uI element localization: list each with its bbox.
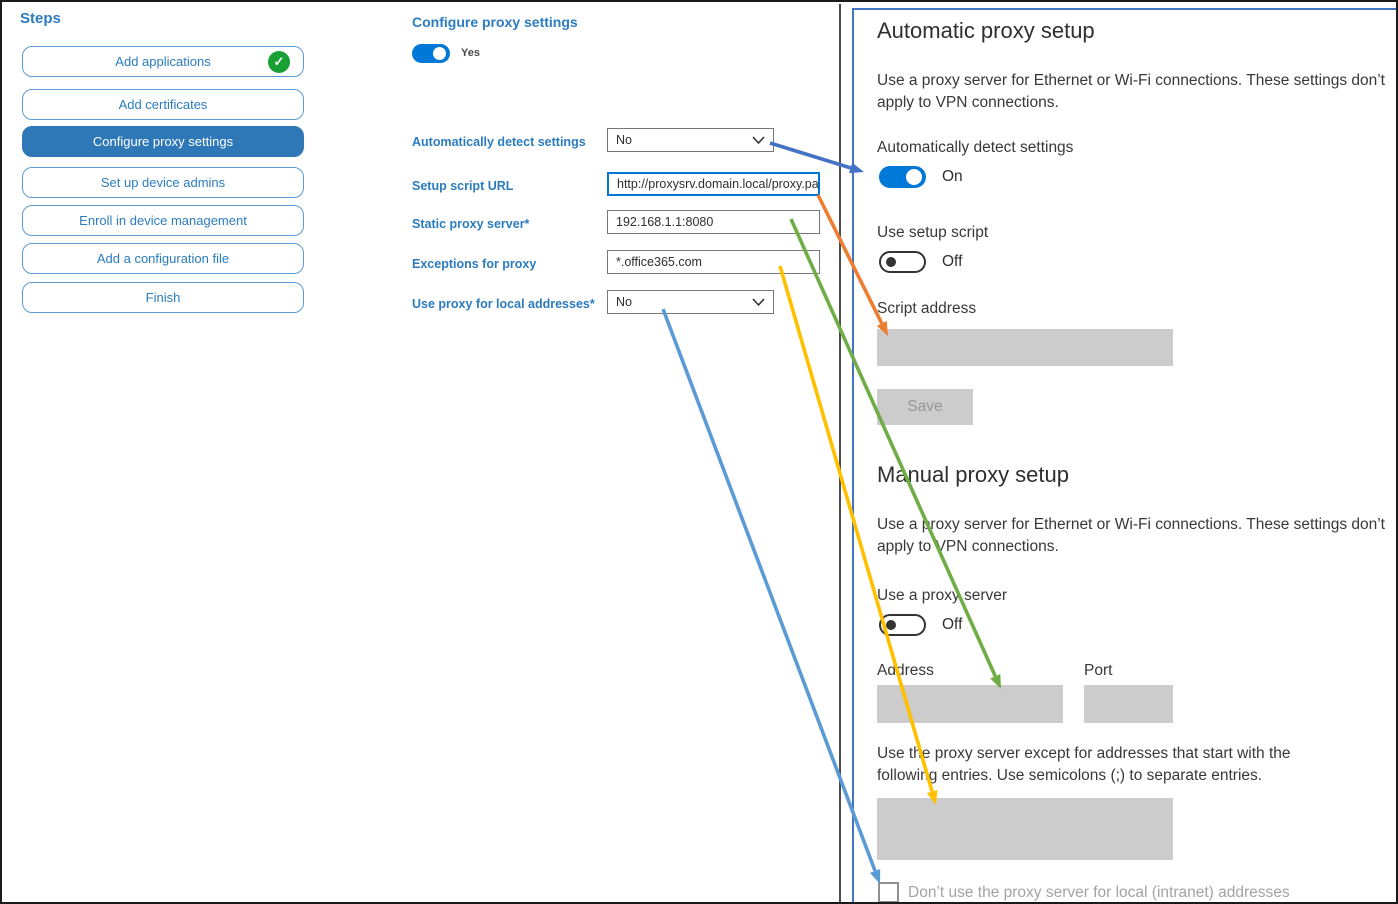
local-intranet-checkbox[interactable] xyxy=(878,882,899,902)
chevron-down-icon xyxy=(752,135,765,144)
detect-settings-state: On xyxy=(942,168,963,185)
step-add-applications[interactable]: Add applications xyxy=(22,46,304,77)
chevron-down-icon xyxy=(752,297,765,306)
use-setup-script-state: Off xyxy=(942,253,963,270)
step-completed-check-icon: ✓ xyxy=(268,51,290,73)
address-input[interactable] xyxy=(877,685,1063,723)
port-label: Port xyxy=(1084,662,1113,679)
manual-proxy-description: Use a proxy server for Ethernet or Wi-Fi… xyxy=(877,516,1385,555)
input-value: http://proxysrv.domain.local/proxy.pa xyxy=(617,177,819,191)
field-label-detect-settings: Automatically detect settings xyxy=(412,135,586,149)
step-label: Add a configuration file xyxy=(96,251,230,266)
step-label: Configure proxy settings xyxy=(92,134,234,149)
dropdown-value: No xyxy=(616,133,632,147)
step-enroll-device-management[interactable]: Enroll in device management xyxy=(22,205,304,236)
field-label-setup-script-url: Setup script URL xyxy=(412,179,514,193)
step-add-configuration-file[interactable]: Add a configuration file xyxy=(22,243,304,274)
local-intranet-checkbox-label: Don’t use the proxy server for local (in… xyxy=(908,884,1290,901)
input-value: *.office365.com xyxy=(616,255,702,269)
local-addresses-dropdown[interactable]: No xyxy=(607,290,774,314)
field-label-static-proxy: Static proxy server* xyxy=(412,217,530,231)
use-setup-script-toggle[interactable] xyxy=(879,251,926,273)
step-label: Finish xyxy=(145,290,181,305)
dropdown-value: No xyxy=(616,295,632,309)
step-set-up-device-admins[interactable]: Set up device admins xyxy=(22,167,304,198)
step-configure-proxy-settings[interactable]: Configure proxy settings xyxy=(22,126,304,157)
steps-panel-title: Steps xyxy=(20,10,61,27)
field-label-local-addresses: Use proxy for local addresses* xyxy=(412,297,595,311)
configure-proxy-toggle-label: Yes xyxy=(461,47,480,59)
use-proxy-server-state: Off xyxy=(942,616,963,633)
input-value: 192.168.1.1:8080 xyxy=(616,215,714,229)
automatic-proxy-heading: Automatic proxy setup xyxy=(877,18,1095,43)
script-address-input[interactable] xyxy=(877,329,1173,366)
panel-divider xyxy=(839,4,841,902)
configure-proxy-toggle[interactable] xyxy=(412,44,450,63)
use-proxy-server-toggle[interactable] xyxy=(879,614,926,636)
step-add-certificates[interactable]: Add certificates xyxy=(22,89,304,120)
step-label: Add certificates xyxy=(118,97,208,112)
static-proxy-server-input[interactable]: 192.168.1.1:8080 xyxy=(607,210,820,234)
step-label: Add applications xyxy=(115,54,211,69)
proxy-exceptions-textarea[interactable] xyxy=(877,798,1173,860)
setup-script-url-input[interactable]: http://proxysrv.domain.local/proxy.pa xyxy=(607,172,820,196)
manual-proxy-heading: Manual proxy setup xyxy=(877,462,1069,487)
proxy-exceptions-help: Use the proxy server except for addresse… xyxy=(877,745,1291,784)
page-title: Configure proxy settings xyxy=(412,14,578,30)
toggle-knob xyxy=(886,620,896,630)
toggle-knob xyxy=(433,47,446,60)
detect-settings-toggle[interactable] xyxy=(879,166,926,188)
detect-settings-dropdown[interactable]: No xyxy=(607,128,774,152)
proxy-exceptions-input[interactable]: *.office365.com xyxy=(607,250,820,274)
script-address-label: Script address xyxy=(877,300,977,317)
field-label-proxy-exceptions: Exceptions for proxy xyxy=(412,257,537,271)
detect-settings-label: Automatically detect settings xyxy=(877,139,1074,156)
toggle-knob xyxy=(886,257,896,267)
save-button[interactable]: Save xyxy=(877,389,973,425)
use-setup-script-label: Use setup script xyxy=(877,224,989,241)
port-input[interactable] xyxy=(1084,685,1173,723)
toggle-knob xyxy=(906,169,922,185)
address-label: Address xyxy=(877,662,934,679)
arrow-local-addresses xyxy=(661,308,881,884)
step-label: Enroll in device management xyxy=(79,213,247,228)
step-finish[interactable]: Finish xyxy=(22,282,304,313)
automatic-proxy-description: Use a proxy server for Ethernet or Wi-Fi… xyxy=(877,72,1385,111)
use-proxy-server-label: Use a proxy server xyxy=(877,587,1008,604)
arrow-detect-settings xyxy=(769,141,864,174)
step-label: Set up device admins xyxy=(100,175,226,190)
